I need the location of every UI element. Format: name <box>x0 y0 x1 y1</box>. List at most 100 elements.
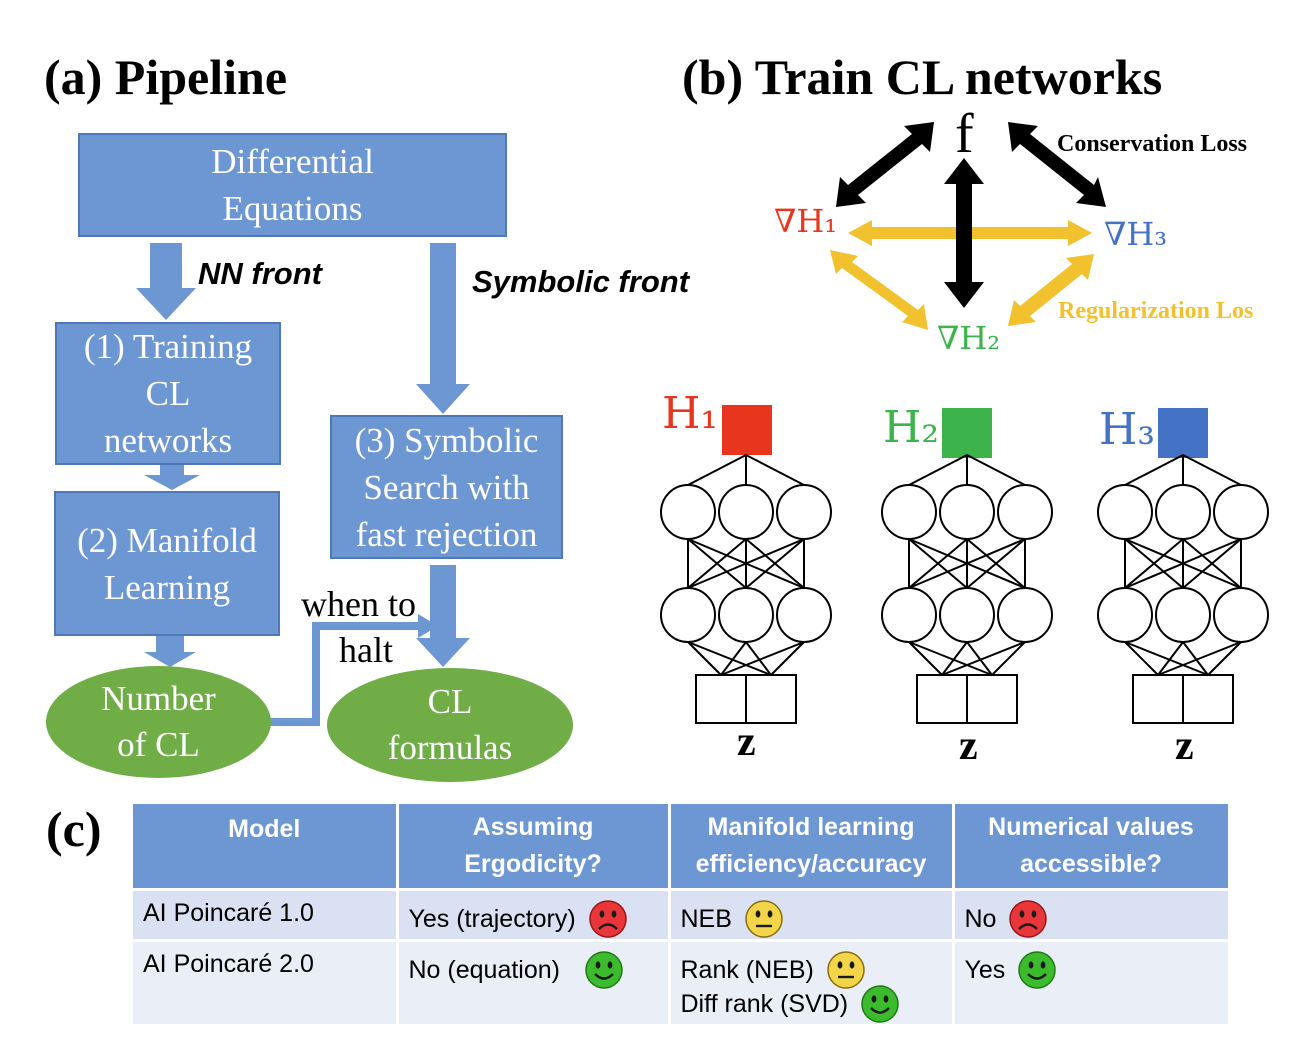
model-name: AI Poincaré 2.0 <box>143 950 314 978</box>
number-line-2: of CL <box>117 725 200 764</box>
when-to-label: when to <box>301 584 416 624</box>
regularization-loss-label: Regularization Los <box>1058 298 1254 324</box>
edge-line <box>1124 641 1209 676</box>
cell-model: AI Poincaré 2.0 <box>133 939 399 1024</box>
cell-model: AI Poincaré 1.0 <box>133 888 399 941</box>
edge-line <box>908 538 1026 589</box>
symbolic-search-box: (3) Symbolic Search with fast rejection <box>330 415 563 559</box>
grad-h1-label: ∇H₁ <box>774 202 838 240</box>
numerical-text: No <box>964 904 997 933</box>
table-row: AI Poincaré 1.0 Yes (trajectory) NEB No <box>133 888 1231 941</box>
neuron-node <box>718 484 774 540</box>
output-node-square <box>942 408 992 458</box>
neuron-node <box>939 484 995 540</box>
edge-line <box>991 641 1026 676</box>
neuron-node <box>1155 587 1211 643</box>
numerical-text: Yes <box>964 955 1006 984</box>
panel-a-title: (a) Pipeline <box>44 49 288 105</box>
header-model-text: Model <box>228 814 301 843</box>
table-row: AI Poincaré 2.0 No (equation) Rank (NEB)… <box>133 939 1231 1024</box>
edge-line <box>908 641 993 676</box>
f-h2-arrow <box>944 158 984 308</box>
header-model: Model <box>133 804 399 890</box>
cell-ergodicity: No (equation) <box>397 939 671 1024</box>
z-label-3: z <box>1175 723 1194 769</box>
edge-line <box>1124 641 1159 676</box>
manifold-line-2: Learning <box>103 567 231 607</box>
ergodicity-text: No (equation) <box>408 955 560 984</box>
sad-face-icon <box>588 899 628 939</box>
number-line-1: Number <box>101 679 216 718</box>
manifold-to-number-arrow <box>144 636 196 667</box>
cl-formulas-ellipse: CL formulas <box>327 668 573 782</box>
neuron-node <box>660 587 716 643</box>
formulas-line-1: CL <box>427 682 473 721</box>
neuron-node <box>997 484 1053 540</box>
formulas-line-2: formulas <box>387 728 513 767</box>
neuron-node <box>881 587 937 643</box>
edge-line <box>687 538 747 589</box>
grad-h3-label: ∇H₃ <box>1104 215 1168 253</box>
neuron-node <box>776 587 832 643</box>
edge-line <box>966 641 993 676</box>
edge-line <box>1157 641 1184 676</box>
halt-label: halt <box>339 630 393 670</box>
edge-line <box>966 538 1026 589</box>
h3-h2-arrow <box>1008 254 1094 326</box>
manifold-text: Diff rank (SVD) <box>680 989 849 1018</box>
edge-line <box>687 641 722 676</box>
manifold-line-1: (2) Manifold <box>77 520 257 560</box>
differential-equations-box: Differential Equations <box>78 133 507 237</box>
edge-line <box>770 641 805 676</box>
happy-face-icon <box>1017 950 1057 990</box>
neuron-node <box>776 484 832 540</box>
input-box <box>966 674 1018 724</box>
edge-line <box>687 538 805 589</box>
h1-label: H₁ <box>662 388 719 439</box>
search-line-3: fast rejection <box>355 514 538 554</box>
h1-h2-arrow <box>830 250 928 330</box>
training-cl-networks-box: (1) Training CL networks <box>55 322 281 465</box>
edge-line <box>687 641 772 676</box>
cell-numerical: Yes <box>953 939 1231 1024</box>
neuron-node <box>997 587 1053 643</box>
edge-line <box>1207 641 1242 676</box>
halt-connector <box>268 622 420 726</box>
cell-manifold: Rank (NEB) Diff rank (SVD) <box>669 939 955 1024</box>
panel-c-label: (c) <box>46 801 102 857</box>
search-line-1: (3) Symbolic <box>354 420 539 460</box>
neuron-node <box>718 587 774 643</box>
z-label-1: z <box>737 719 756 765</box>
grad-h2-label: ∇H₂ <box>937 319 1001 357</box>
h2-label: H₂ <box>883 402 940 453</box>
z-label-2: z <box>959 723 978 769</box>
edge-line <box>1182 641 1209 676</box>
nn-front-arrow <box>136 243 196 320</box>
happy-face-icon <box>584 950 624 990</box>
edge-line <box>908 641 943 676</box>
input-box <box>916 674 968 724</box>
edge-line <box>1157 641 1242 676</box>
f-h1-arrow <box>836 122 934 207</box>
edge-line <box>941 641 1026 676</box>
cell-manifold: NEB <box>669 888 955 941</box>
edge-line <box>1124 454 1184 486</box>
input-box <box>1182 674 1234 724</box>
ergodicity-text: Yes (trajectory) <box>408 904 576 933</box>
edge-line <box>941 641 968 676</box>
h3-label: H₃ <box>1099 404 1156 455</box>
halt-arrowhead <box>418 614 438 638</box>
edge-line <box>745 641 772 676</box>
output-node-square <box>722 405 772 455</box>
symbolic-front-arrow <box>416 243 470 414</box>
conservation-loss-label: Conservation Loss <box>1057 131 1248 157</box>
edge-line <box>908 454 968 486</box>
